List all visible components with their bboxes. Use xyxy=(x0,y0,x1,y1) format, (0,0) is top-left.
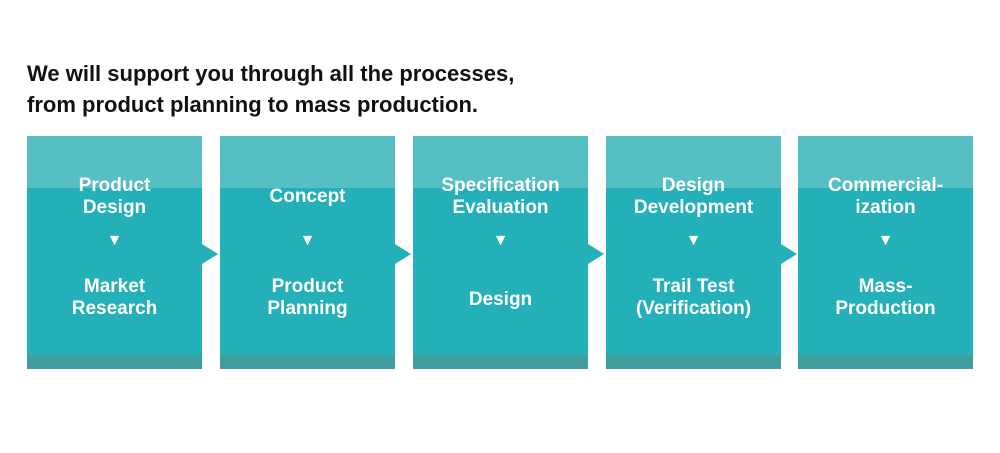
down-triangle-icon: ▼ xyxy=(685,232,702,249)
down-triangle-icon: ▼ xyxy=(877,232,894,249)
step-5-upper-label: Commercial- ization xyxy=(827,175,944,218)
step-4: Design Development ▼ Trail Test (Verific… xyxy=(606,136,781,369)
down-triangle-icon: ▼ xyxy=(492,232,509,249)
headline-line-2: from product planning to mass production… xyxy=(27,92,478,117)
step-bottom-band xyxy=(413,355,588,369)
step-5-lower-label: Mass- Production xyxy=(835,276,936,319)
step-top-band xyxy=(220,136,395,188)
step-1-lower-label: Market Research xyxy=(71,276,158,319)
down-triangle-icon: ▼ xyxy=(106,232,123,249)
step-3-lower-label: Design xyxy=(468,289,533,310)
step-bottom-band xyxy=(27,355,202,369)
step-3: Specification Evaluation ▼ Design xyxy=(413,136,588,369)
process-flow: Product Design ▼ Market Research Concept… xyxy=(0,136,1000,369)
step-bottom-band xyxy=(798,355,973,369)
right-arrow-icon xyxy=(395,244,411,264)
step-top-band xyxy=(606,136,781,188)
step-top-band xyxy=(27,136,202,188)
page-headline: We will support you through all the proc… xyxy=(27,58,727,120)
headline-line-1: We will support you through all the proc… xyxy=(27,61,515,86)
step-3-upper-label: Specification Evaluation xyxy=(441,175,560,218)
step-2-upper-label: Concept xyxy=(269,186,346,207)
step-4-upper-label: Design Development xyxy=(633,175,754,218)
step-1: Product Design ▼ Market Research xyxy=(27,136,202,369)
right-arrow-icon xyxy=(202,244,218,264)
step-top-band xyxy=(413,136,588,188)
right-arrow-icon xyxy=(588,244,604,264)
step-2-lower-label: Product Planning xyxy=(267,276,348,319)
right-arrow-icon xyxy=(781,244,797,264)
step-2: Concept ▼ Product Planning xyxy=(220,136,395,369)
down-triangle-icon: ▼ xyxy=(299,232,316,249)
step-1-upper-label: Product Design xyxy=(78,175,151,218)
step-4-lower-label: Trail Test (Verification) xyxy=(635,276,752,319)
step-bottom-band xyxy=(606,355,781,369)
step-bottom-band xyxy=(220,355,395,369)
step-top-band xyxy=(798,136,973,188)
step-5: Commercial- ization ▼ Mass- Production xyxy=(798,136,973,369)
